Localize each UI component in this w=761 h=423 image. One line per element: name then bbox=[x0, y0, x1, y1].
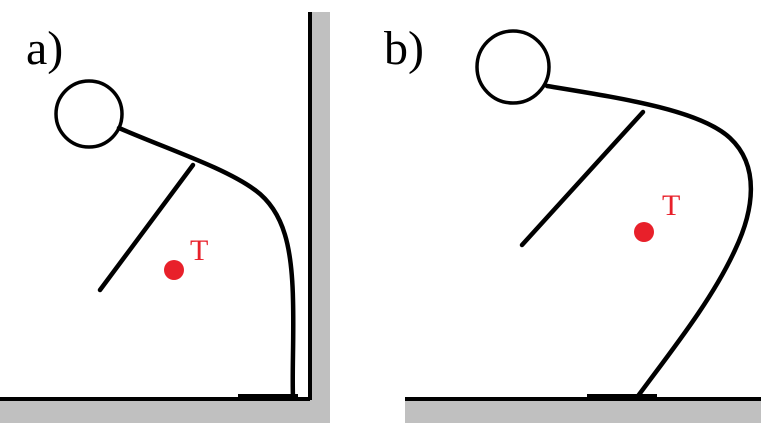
point-label-a: T bbox=[190, 234, 208, 267]
arm-b bbox=[519, 109, 646, 248]
foot-b bbox=[587, 394, 657, 400]
panel-label-b: b) bbox=[384, 22, 424, 75]
arm-a bbox=[97, 162, 196, 293]
point-t-a bbox=[164, 260, 184, 280]
foot-a bbox=[238, 394, 298, 400]
panel-label-a: a) bbox=[26, 22, 63, 75]
point-label-b: T bbox=[662, 189, 680, 222]
wall-a bbox=[308, 12, 330, 423]
body-curve-a bbox=[116, 125, 296, 401]
floor-a bbox=[0, 397, 330, 423]
panel-b: T b) bbox=[384, 22, 761, 423]
head-a bbox=[54, 79, 124, 149]
floor-b bbox=[405, 397, 761, 423]
body-curve-b bbox=[544, 83, 754, 399]
head-b bbox=[475, 29, 551, 105]
point-t-b bbox=[634, 222, 654, 242]
panel-a: T a) bbox=[0, 12, 330, 423]
